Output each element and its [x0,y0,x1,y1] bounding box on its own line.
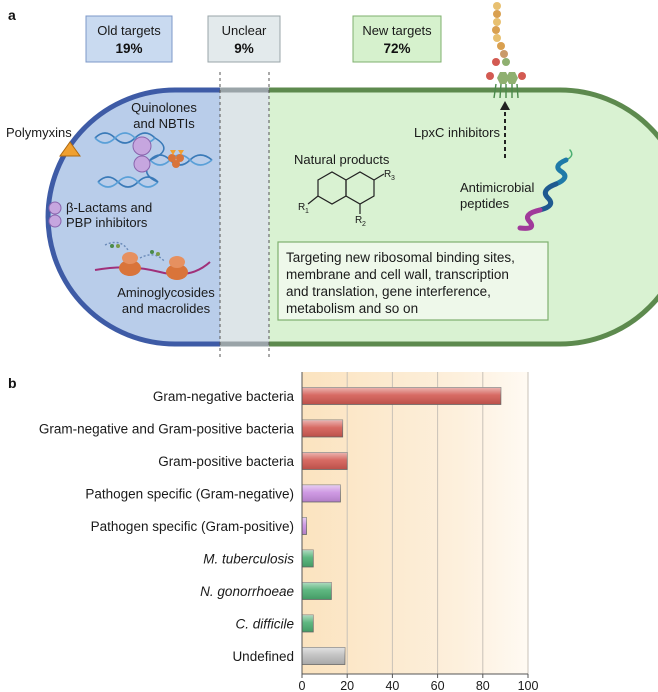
nbti-label: and NBTIs [133,116,195,131]
category-label: Undefined [232,649,294,664]
category-label: M. tuberculosis [203,552,294,567]
r3-label: R [384,169,391,180]
bar-shading [302,420,343,437]
unclear-label: Unclear [222,23,267,38]
pbp-icon [48,201,62,215]
pbp-icon-2 [48,214,62,228]
amp-label: Antimicrobial [460,180,535,195]
natural-product-structure-icon [307,171,385,214]
new-targets-line-4: metabolism and so on [286,301,418,316]
quinolones-label: Quinolones [131,100,197,115]
plot-area [302,372,528,674]
r2-sub: 2 [362,221,366,228]
new-targets-line-3: and translation, gene interference, [286,284,491,299]
betalactams-label: β-Lactams and [66,200,152,215]
panel-a-label: a [8,7,16,23]
new-targets-label: New targets [362,23,432,38]
topoisomerase-icon-2 [133,155,151,173]
x-tick-label: 60 [431,679,445,692]
new-targets-box: New targets 72% [352,15,442,63]
aminoglycosides-label: Aminoglycosides [117,285,215,300]
dna-icon [94,132,213,188]
r3-sub: 3 [391,175,395,182]
pbp-inhibitors-label: PBP inhibitors [66,215,148,230]
bar-shading [302,615,314,632]
old-targets-box: Old targets 19% [85,15,173,63]
category-label: Gram-negative and Gram-positive bacteria [39,422,295,437]
r1-label: R [298,202,305,213]
category-label: Gram-negative bacteria [153,389,295,404]
quinolone-drug-icon [168,150,184,168]
bar-shading [302,452,348,470]
peptide-helix-icon [517,149,573,231]
category-label: Gram-positive bacteria [158,454,294,469]
panel-b-label: b [8,375,17,391]
bar-shading [302,647,345,665]
x-axis-ticks: 0 20 40 60 80 100 [299,674,539,692]
bar-shading [302,485,341,502]
new-targets-pct: 72% [383,41,410,56]
gridlines [346,372,529,674]
new-targets-line-1: Targeting new ribosomal binding sites, [286,250,515,265]
category-label: C. difficile [235,617,294,632]
old-targets-label: Old targets [97,23,161,38]
x-tick-label: 20 [340,679,354,692]
x-tick-label: 40 [385,679,399,692]
bars [301,387,502,665]
macrolides-label: and macrolides [122,301,211,316]
old-targets-pct: 19% [115,41,142,56]
bar-shading [302,550,314,567]
peptides-label: peptides [460,196,510,211]
lpxc-label: LpxC inhibitors [414,125,500,140]
category-label: N. gonorrhoeae [200,584,294,599]
r1-sub: 1 [305,208,309,215]
topoisomerase-icon [132,136,152,156]
old-targets-region [48,90,220,344]
bar-shading [302,517,307,535]
bar-shading [302,387,501,405]
lpxc-arrow-head [500,101,510,110]
unclear-box: Unclear 9% [207,15,281,63]
ribosome-icon [94,241,211,280]
category-label: Pathogen specific (Gram-negative) [85,487,294,502]
r2-label: R [355,215,362,226]
new-targets-description-box [277,241,549,321]
new-membrane [269,87,658,347]
unclear-region [220,90,269,344]
old-membrane [45,87,220,347]
polymyxin-icon [59,141,81,157]
x-tick-label: 0 [299,679,306,692]
lipopolysaccharide-icon [486,2,526,99]
new-targets-line-2: membrane and cell wall, transcription [286,267,509,282]
x-tick-label: 100 [518,679,539,692]
x-tick-label: 80 [476,679,490,692]
natural-products-label: Natural products [294,152,390,167]
polymyxins-label: Polymyxins [6,125,72,140]
bar-shading [302,582,332,600]
category-label: Pathogen specific (Gram-positive) [91,519,294,534]
unclear-pct: 9% [234,41,254,56]
panel-a: a Old targets 19% Unclear 9% New targets… [6,2,658,358]
